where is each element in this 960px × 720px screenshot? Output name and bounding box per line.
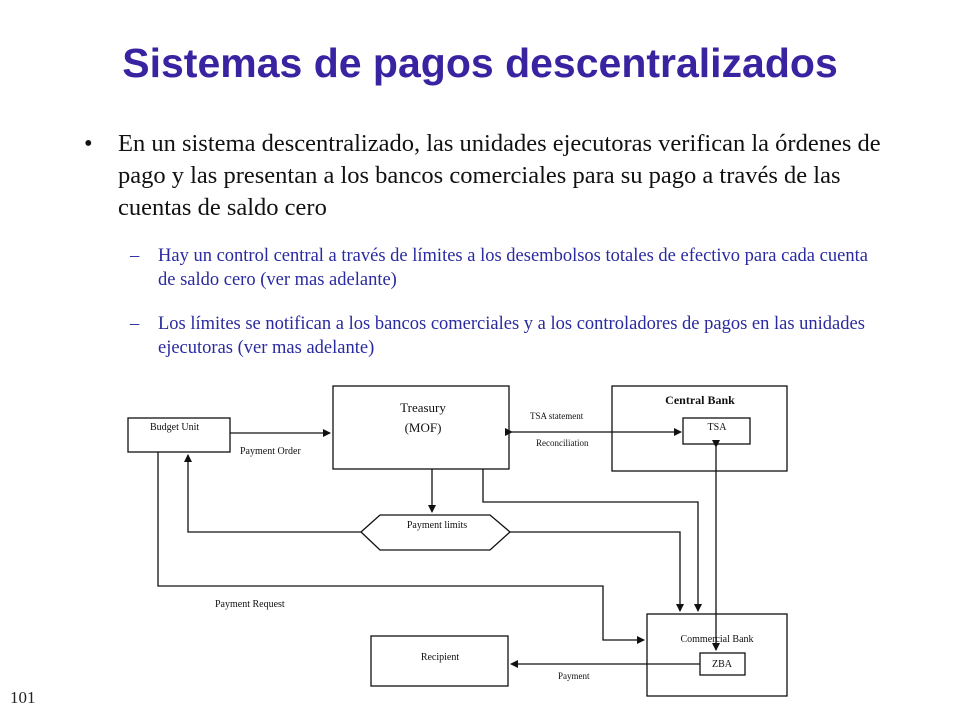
limits-to-budget-unit-arrow [184,454,361,533]
treasury-label: Treasury [400,400,446,415]
recipient-label: Recipient [421,652,460,663]
payment-label: Payment [558,671,590,681]
treasury-to-commercial-bank-arrow [482,469,702,612]
sub-bullet-marker: – [130,314,140,334]
payment-limits-label: Payment limits [407,520,467,531]
budget-unit-box [127,417,231,453]
payment-request-arrow [157,452,645,644]
slide-number: 101 [10,688,36,707]
sub-bullet-marker: – [130,246,140,266]
central-bank-label: Central Bank [665,393,735,407]
tsa-statement-label: TSA statement [530,411,584,421]
bullet-marker: • [84,130,93,157]
sub-bullet-text: Hay un control central a través de límit… [158,246,868,290]
slide-title: Sistemas de pagos descentralizados [122,40,838,86]
recipient-box [370,635,509,687]
zba-label: ZBA [712,659,733,670]
tsa-label: TSA [708,422,728,433]
commercial-bank-box [646,613,788,697]
treasury-label-sub: (MOF) [405,420,442,435]
payment-request-label: Payment Request [215,599,285,610]
commercial-bank-label: Commercial Bank [680,634,753,645]
reconciliation-label: Reconciliation [536,438,589,448]
sub-bullet-text: Los límites se notifican a los bancos co… [158,314,865,358]
treasury-box [332,385,510,470]
budget-unit-label: Budget Unit [150,422,199,433]
payment-order-label: Payment Order [240,446,301,457]
limits-to-commercial-bank-arrow [510,531,684,612]
bullet-text: En un sistema descentralizado, las unida… [118,130,881,221]
